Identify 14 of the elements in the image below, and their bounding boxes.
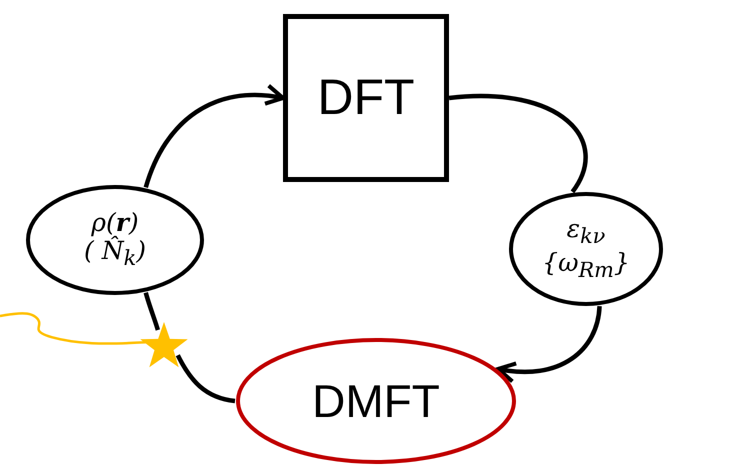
node-label: DFT [317, 69, 415, 127]
arrow [496, 306, 602, 383]
node-label: {ω$_{Rm}$} [542, 249, 630, 283]
node-label: ε$_{kν}$ [566, 215, 606, 249]
ellipse-node [236, 338, 516, 464]
star-marker [139, 321, 189, 369]
squiggle-line [0, 312, 146, 345]
node-label: ρ(r) [91, 208, 139, 237]
node-label: ( N̂$_{k}$) [84, 237, 146, 272]
ellipse-node [26, 185, 204, 295]
process-box [283, 14, 449, 182]
node-label: DMFT [312, 374, 440, 428]
ellipse-node [509, 192, 663, 306]
arrow [144, 84, 286, 188]
